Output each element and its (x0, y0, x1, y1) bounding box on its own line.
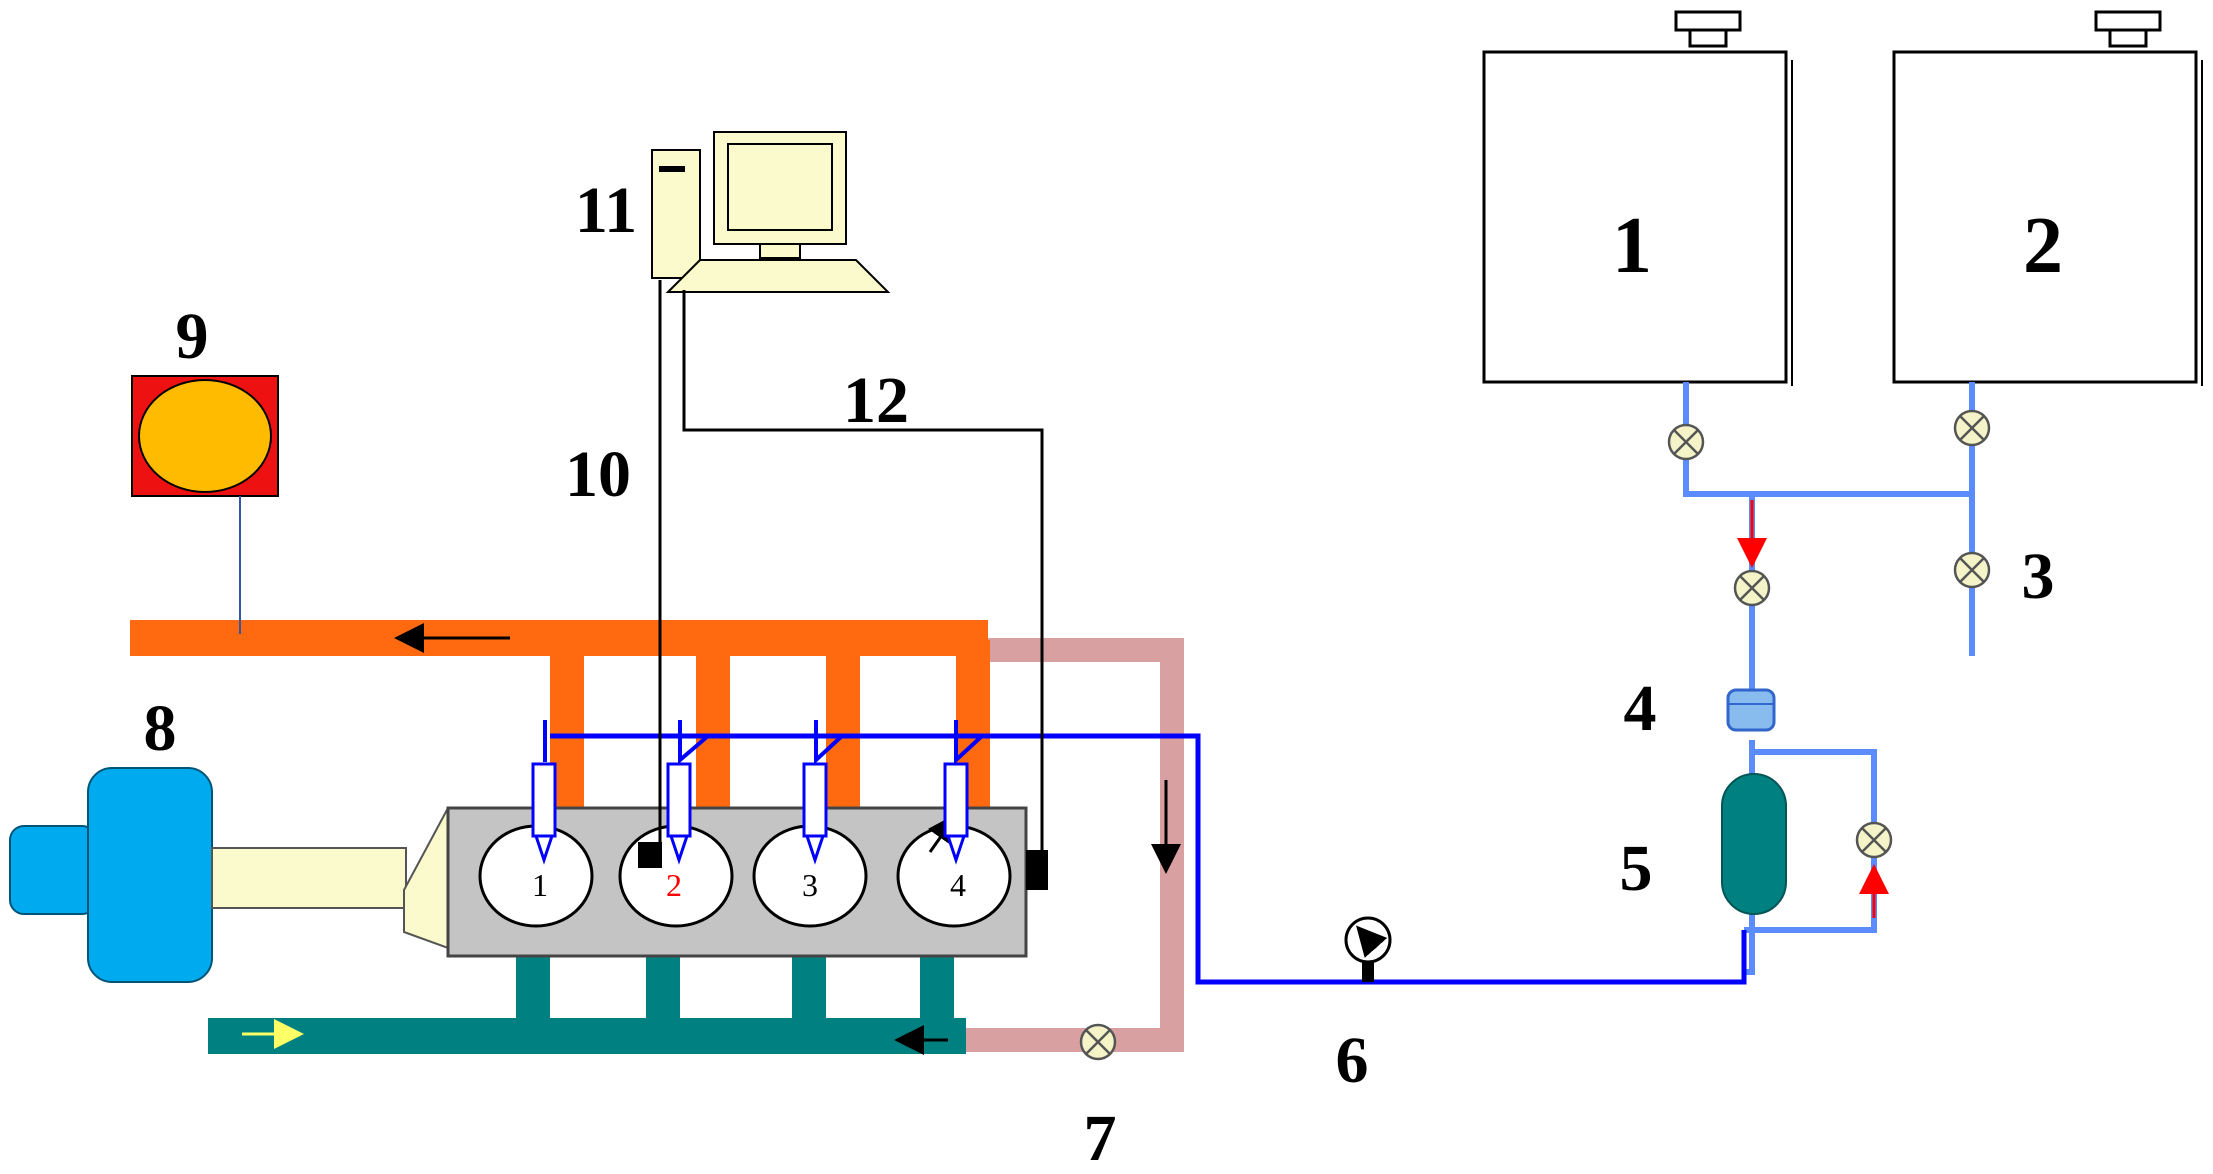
drive-shaft (211, 847, 407, 909)
label-3: 3 (2022, 540, 2055, 613)
exhaust-analyzer (131, 375, 279, 634)
shaft-coupling (403, 807, 449, 950)
signal-cable-12 (682, 290, 1044, 852)
label-6: 6 (1336, 1024, 1369, 1097)
fuel-tank-2: 2 (1892, 10, 2203, 386)
fuel-injector (943, 762, 969, 865)
cylinder-label: 2 (666, 867, 682, 903)
pressure-gauge (1344, 916, 1392, 982)
exhaust-manifold (130, 620, 990, 816)
label-12: 12 (843, 364, 909, 437)
label-8: 8 (144, 692, 177, 765)
cylinder-label: 1 (532, 867, 548, 903)
label-9: 9 (176, 300, 209, 373)
fuel-injector (802, 762, 828, 865)
label-4: 4 (1624, 672, 1657, 745)
label-10: 10 (565, 438, 631, 511)
intake-manifold (208, 950, 966, 1054)
fuel-tank-1: 1 (1482, 10, 1793, 386)
dynamometer (9, 767, 213, 983)
fuel-injector (666, 762, 692, 865)
injector-branches (543, 720, 984, 765)
crank-angle-sensor (1026, 850, 1048, 890)
tank-2-valve (1953, 409, 1991, 447)
cylinder: 1 (478, 824, 594, 928)
drain-valve (1953, 551, 1991, 589)
fuel-filter (1726, 688, 1776, 732)
bypass-valve (1855, 821, 1893, 859)
label-2: 2 (2023, 202, 2063, 290)
cylinder-label: 3 (802, 867, 818, 903)
fuel-pump (1721, 773, 1787, 915)
tank-1-valve (1667, 423, 1705, 461)
fuel-injector (531, 762, 557, 865)
label-11: 11 (575, 174, 637, 247)
label-1: 1 (1612, 202, 1652, 290)
pressure-sensor (638, 842, 662, 868)
label-7: 7 (1084, 1102, 1117, 1174)
label-5: 5 (1620, 832, 1653, 905)
egr-valve (1079, 1023, 1117, 1061)
main-fuel-valve (1733, 569, 1771, 607)
computer (651, 131, 891, 293)
cylinder-label: 4 (950, 867, 966, 903)
